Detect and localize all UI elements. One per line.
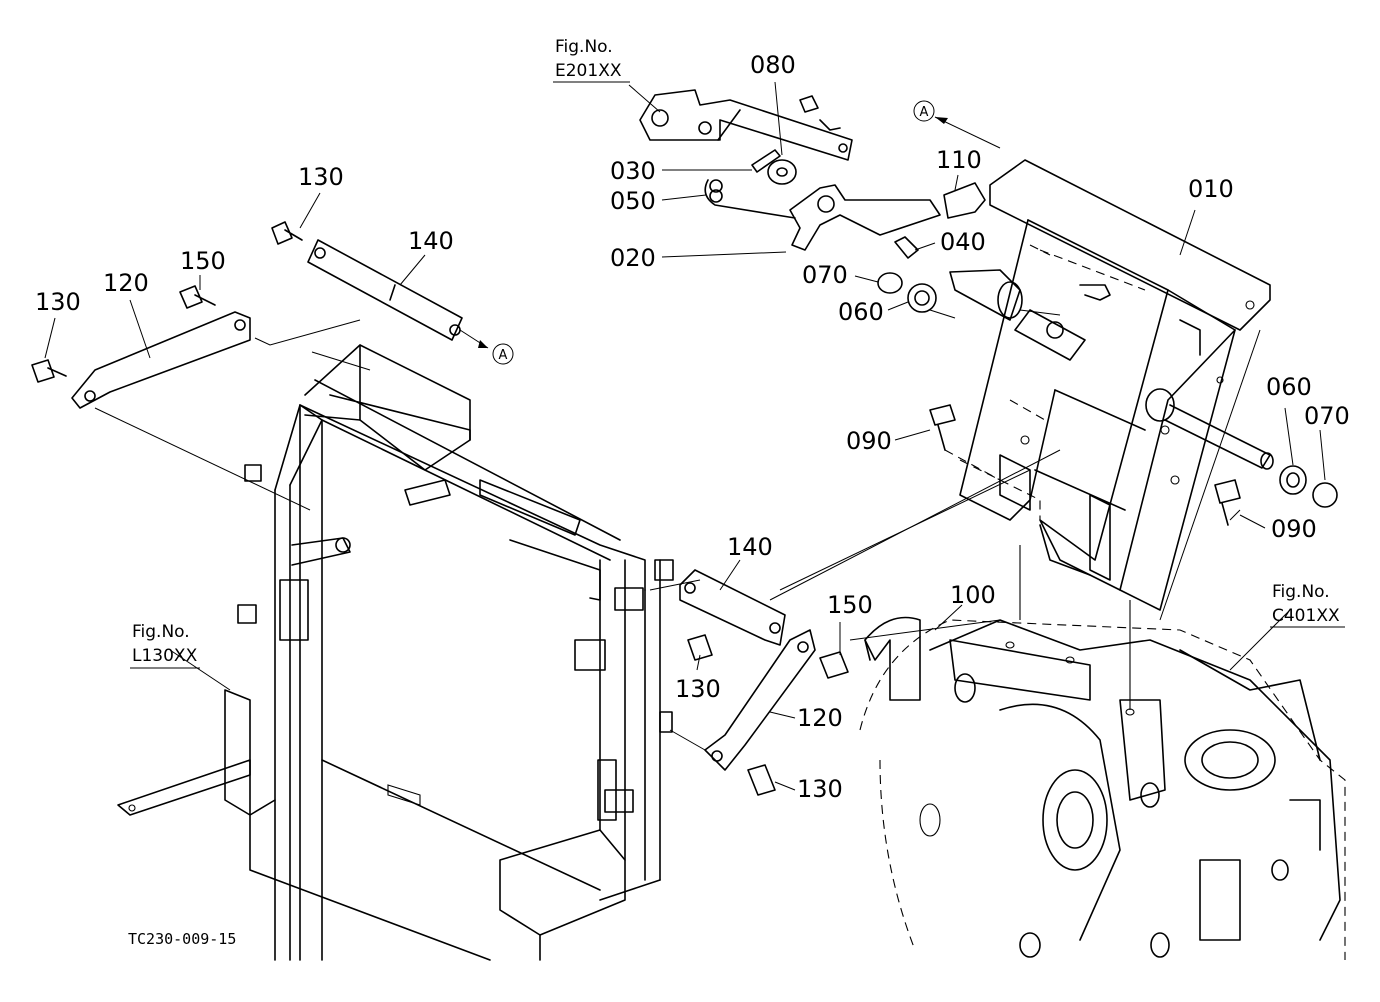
callout-130-a: 130 [298, 163, 344, 191]
fig-ref-e201xx: Fig.No. E201XX [553, 37, 630, 83]
callout-040: 040 [940, 228, 986, 256]
svg-text:Fig.No.: Fig.No. [1272, 582, 1330, 602]
washer-080 [767, 159, 797, 185]
bearing-060-upper [907, 283, 937, 313]
bolt-090-left [929, 404, 956, 451]
bar-140-lower [679, 569, 786, 646]
hose-100 [864, 616, 921, 701]
svg-text:Fig.No.: Fig.No. [132, 622, 190, 642]
bearing-060-lower [1279, 465, 1307, 495]
callout-110: 110 [936, 146, 982, 174]
callouts: 010 020 030 040 050 060 060 070 070 080 … [35, 51, 1350, 803]
callout-090-right: 090 [1271, 515, 1317, 543]
callout-130-c: 130 [675, 675, 721, 703]
bolt-090-right [1214, 479, 1241, 526]
collar-040 [894, 236, 919, 259]
pin-030 [751, 149, 781, 173]
callout-090-left: 090 [846, 427, 892, 455]
bolt-center [1079, 284, 1111, 301]
ref-mark-a-left: A [492, 343, 514, 365]
callout-030: 030 [610, 157, 656, 185]
shaft-upper [949, 269, 1023, 321]
callout-130-d: 130 [797, 775, 843, 803]
callout-060-upper: 060 [838, 298, 884, 326]
svg-text:A: A [920, 105, 929, 120]
bar-120-lower [704, 629, 816, 771]
drawing-code: TC230-009-15 [128, 930, 236, 948]
transmission-housing [859, 545, 1346, 960]
callout-020: 020 [610, 244, 656, 272]
callout-080: 080 [750, 51, 796, 79]
callout-070-upper: 070 [802, 261, 848, 289]
cap-110 [943, 182, 986, 219]
bracket-e201xx [639, 89, 853, 161]
bar-140-upper [307, 239, 463, 341]
svg-text:C401XX: C401XX [1272, 606, 1340, 626]
callout-070-lower: 070 [1304, 402, 1350, 430]
callout-120-upper: 120 [103, 269, 149, 297]
callout-050: 050 [610, 187, 656, 215]
bolts-lower [687, 634, 849, 796]
callout-100: 100 [950, 581, 996, 609]
callout-140-lower: 140 [727, 533, 773, 561]
svg-text:L130XX: L130XX [132, 646, 198, 666]
callout-140-upper: 140 [408, 227, 454, 255]
seal-070-lower [1312, 482, 1338, 508]
callout-150-lower: 150 [827, 591, 873, 619]
ref-mark-a-right: A [913, 100, 935, 122]
seal-070-upper [877, 272, 903, 294]
bar-120-upper [71, 311, 251, 409]
callout-130-b: 130 [35, 288, 81, 316]
radiator-frame [117, 344, 674, 961]
svg-text:A: A [499, 348, 508, 363]
fig-ref-c401xx: Fig.No. C401XX [1270, 582, 1345, 628]
bolts-upper-left [31, 221, 303, 383]
lever-020 [789, 184, 941, 251]
callout-150-upper: 150 [180, 247, 226, 275]
callout-120-lower: 120 [797, 704, 843, 732]
svg-text:E201XX: E201XX [555, 61, 622, 81]
spring-050 [704, 109, 796, 219]
callout-010: 010 [1188, 175, 1234, 203]
callout-060-lower: 060 [1266, 373, 1312, 401]
frame-010 [959, 159, 1274, 611]
svg-text:Fig.No.: Fig.No. [555, 37, 613, 57]
fig-ref-l130xx: Fig.No. L130XX [130, 622, 200, 669]
